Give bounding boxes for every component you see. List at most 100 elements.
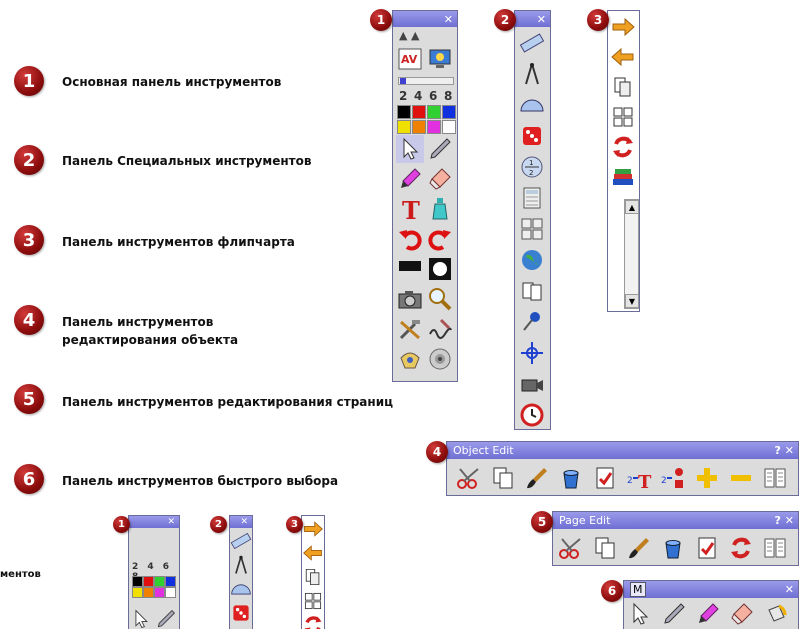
pages-icon[interactable]: [609, 73, 637, 101]
mini-special-titlebar[interactable]: ✕: [230, 516, 252, 528]
plus-icon[interactable]: [693, 464, 721, 492]
back-arrow-icon[interactable]: [302, 542, 324, 564]
scissors-icon[interactable]: [455, 464, 483, 492]
object-edit-titlebar[interactable]: Object Edit ? ✕: [447, 442, 798, 459]
close-icon[interactable]: ✕: [784, 444, 794, 457]
flipchart-pages-icon[interactable]: [518, 277, 546, 305]
width-2[interactable]: 2: [399, 89, 408, 103]
globe-icon[interactable]: [518, 246, 546, 274]
close-icon[interactable]: ✕: [784, 514, 794, 527]
color-swatch[interactable]: [427, 105, 441, 119]
video-camera-icon[interactable]: [518, 370, 546, 398]
fill-bottle-icon[interactable]: [426, 195, 454, 223]
shape-convert-icon[interactable]: 2: [659, 464, 687, 492]
copy-icon[interactable]: [489, 464, 517, 492]
split-pages-icon[interactable]: [302, 590, 324, 612]
dice-icon[interactable]: [230, 602, 252, 624]
special-tools-titlebar[interactable]: ✕: [515, 11, 550, 27]
minus-icon[interactable]: [727, 464, 755, 492]
text-tool-icon[interactable]: T: [396, 195, 424, 223]
forward-arrow-icon[interactable]: [302, 518, 324, 540]
monitor-icon[interactable]: [155, 532, 177, 554]
eraser-icon[interactable]: [728, 600, 756, 628]
desktop-annotate-icon[interactable]: [396, 345, 424, 373]
pages-icon[interactable]: [302, 566, 324, 588]
close-icon[interactable]: ✕: [784, 583, 794, 596]
dice-icon[interactable]: [518, 122, 546, 150]
color-swatch[interactable]: [442, 105, 456, 119]
flipchart-scrollbar[interactable]: ▲ ▼: [624, 199, 639, 309]
brush-icon[interactable]: [625, 534, 653, 562]
compass-icon[interactable]: [518, 60, 546, 88]
help-icon[interactable]: ?: [774, 514, 781, 527]
width-8[interactable]: 8: [444, 89, 453, 103]
bucket-icon[interactable]: [659, 534, 687, 562]
color-swatch[interactable]: [165, 587, 176, 598]
forward-arrow-icon[interactable]: [609, 13, 637, 41]
select-arrow-icon[interactable]: [626, 600, 654, 628]
close-icon[interactable]: ✕: [240, 517, 248, 527]
av-text-icon[interactable]: AV: [396, 45, 424, 73]
fill-bucket-icon[interactable]: [762, 600, 790, 628]
crosshair-icon[interactable]: [518, 339, 546, 367]
list-icon[interactable]: [761, 534, 789, 562]
reveal-screen-icon[interactable]: [396, 255, 424, 283]
undo-icon[interactable]: [396, 225, 424, 253]
color-swatch[interactable]: [397, 105, 411, 119]
ruler-icon[interactable]: [518, 29, 546, 57]
clock-icon[interactable]: [518, 401, 546, 429]
monitor-icon[interactable]: [426, 45, 454, 73]
list-icon[interactable]: [761, 464, 789, 492]
width-4[interactable]: 4: [414, 89, 423, 103]
pen-icon[interactable]: [426, 135, 454, 163]
calculator-icon[interactable]: [518, 184, 546, 212]
pen-icon[interactable]: [155, 608, 177, 629]
close-icon[interactable]: ✕: [443, 12, 453, 26]
refresh-icon[interactable]: [727, 534, 755, 562]
scroll-down-icon[interactable]: ▼: [625, 294, 639, 308]
split-pages-icon[interactable]: [609, 103, 637, 131]
copy-icon[interactable]: [591, 534, 619, 562]
color-swatch[interactable]: [165, 576, 176, 587]
compass-icon[interactable]: [230, 554, 252, 576]
spotlight-icon[interactable]: [426, 255, 454, 283]
bucket-icon[interactable]: [557, 464, 585, 492]
color-swatch[interactable]: [154, 576, 165, 587]
color-swatch[interactable]: [412, 120, 426, 134]
books-icon[interactable]: [609, 163, 637, 191]
magnifier-icon[interactable]: [426, 285, 454, 313]
back-arrow-icon[interactable]: [609, 43, 637, 71]
handwriting-icon[interactable]: [426, 315, 454, 343]
refresh-icon[interactable]: [609, 133, 637, 161]
color-swatch[interactable]: [412, 105, 426, 119]
select-arrow-icon[interactable]: [130, 608, 152, 629]
close-icon[interactable]: ✕: [536, 12, 546, 26]
quick-select-titlebar[interactable]: M ✕: [624, 581, 798, 598]
pen-width-slider[interactable]: [398, 77, 454, 85]
help-icon[interactable]: ?: [774, 444, 781, 457]
main-toolbar-titlebar[interactable]: ✕: [393, 11, 457, 27]
color-swatch[interactable]: [132, 587, 143, 598]
camera-icon[interactable]: [396, 285, 424, 313]
tools-icon[interactable]: [396, 315, 424, 343]
color-swatch[interactable]: [442, 120, 456, 134]
pin-icon[interactable]: [518, 308, 546, 336]
checklist-icon[interactable]: [693, 534, 721, 562]
color-swatch[interactable]: [143, 576, 154, 587]
collapse-arrows-icon[interactable]: ▲ ▲: [399, 29, 420, 42]
color-swatch[interactable]: [143, 587, 154, 598]
checklist-icon[interactable]: [591, 464, 619, 492]
select-arrow-icon[interactable]: [396, 135, 424, 163]
color-swatch[interactable]: [427, 120, 441, 134]
scroll-up-icon[interactable]: ▲: [625, 200, 639, 214]
redo-icon[interactable]: [426, 225, 454, 253]
av-text-icon[interactable]: [130, 532, 152, 554]
ruler-icon[interactable]: [230, 530, 252, 552]
page-edit-titlebar[interactable]: Page Edit ? ✕: [553, 512, 798, 529]
mini-main-titlebar[interactable]: ✕: [129, 516, 179, 528]
width-6[interactable]: 6: [429, 89, 438, 103]
highlighter-icon[interactable]: [396, 165, 424, 193]
protractor-icon[interactable]: [518, 91, 546, 119]
